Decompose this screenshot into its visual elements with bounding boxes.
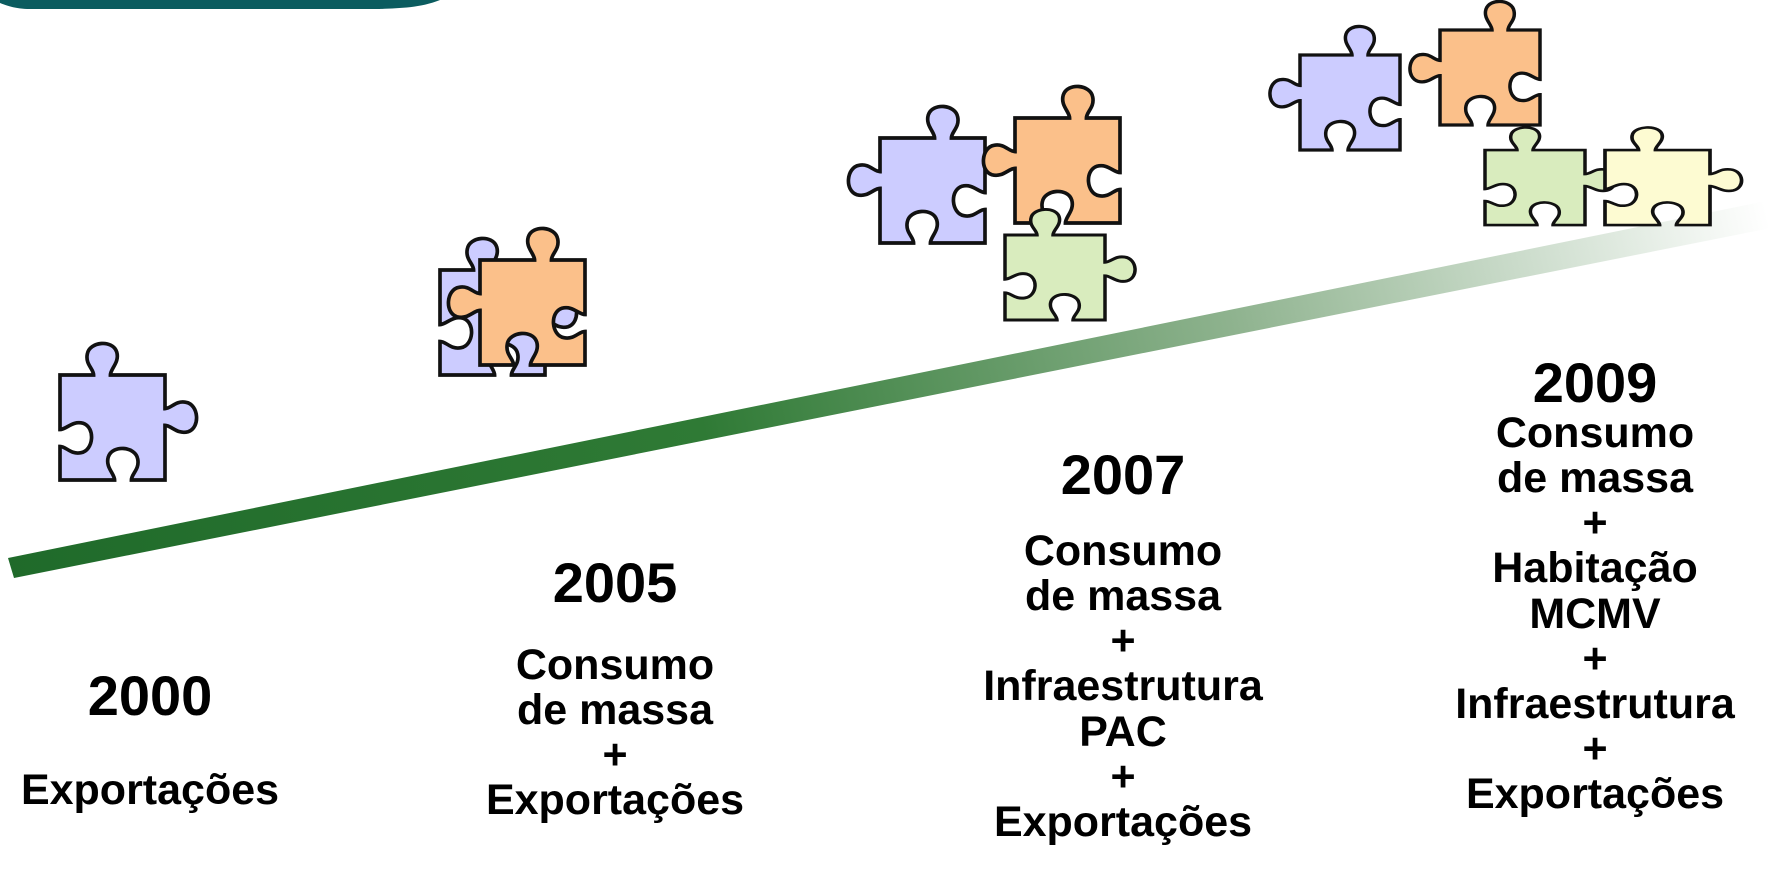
stage-year: 2000: [87, 664, 213, 727]
stage-2000: 2000 Exportações: [0, 668, 300, 813]
stage-2005: 2005 Consumo de massa + Exportações: [470, 555, 760, 824]
stage-line: Exportações: [1465, 770, 1725, 819]
stage-line: +: [1110, 617, 1136, 666]
growth-line: [8, 200, 1771, 578]
stage-2007: 2007 Consumo de massa + Infraestrutura P…: [968, 447, 1278, 845]
stage-year: 2007: [1060, 443, 1186, 506]
stage-line: Infraestrutura: [1455, 679, 1735, 728]
header-banner-fragment: [0, 0, 440, 9]
stage-line: +: [602, 731, 628, 780]
stage-line: Exportações: [485, 776, 745, 825]
stage-year: 2009: [1532, 351, 1658, 414]
stage-line: Exportações: [20, 766, 280, 814]
stage-year: 2005: [552, 551, 678, 614]
stage-line: Habitação: [1492, 544, 1698, 593]
puzzle-2009-icon: [1268, 0, 1744, 227]
stage-line: MCMV: [1529, 589, 1661, 638]
stage-line: de massa: [1024, 572, 1222, 621]
puzzle-2000-icon: [58, 341, 199, 482]
stage-line: +: [1110, 752, 1136, 801]
stage-line: +: [1582, 634, 1608, 683]
stage-line: Consumo: [1023, 527, 1223, 575]
stage-2009: 2009 Consumo de massa + Habitação MCMV +…: [1440, 355, 1750, 817]
stage-line: Exportações: [993, 797, 1253, 846]
stage-line: Infraestrutura: [983, 662, 1263, 711]
stage-line: Consumo: [515, 641, 715, 689]
stage-line: de massa: [516, 686, 714, 735]
stage-line: de massa: [1496, 454, 1694, 503]
puzzle-2005-icon: [438, 226, 587, 377]
stage-line: PAC: [1079, 707, 1167, 756]
puzzle-2007-icon: [846, 84, 1137, 322]
stage-line: Consumo: [1495, 409, 1695, 457]
stage-line: +: [1582, 499, 1608, 548]
stage-line: +: [1582, 724, 1608, 773]
